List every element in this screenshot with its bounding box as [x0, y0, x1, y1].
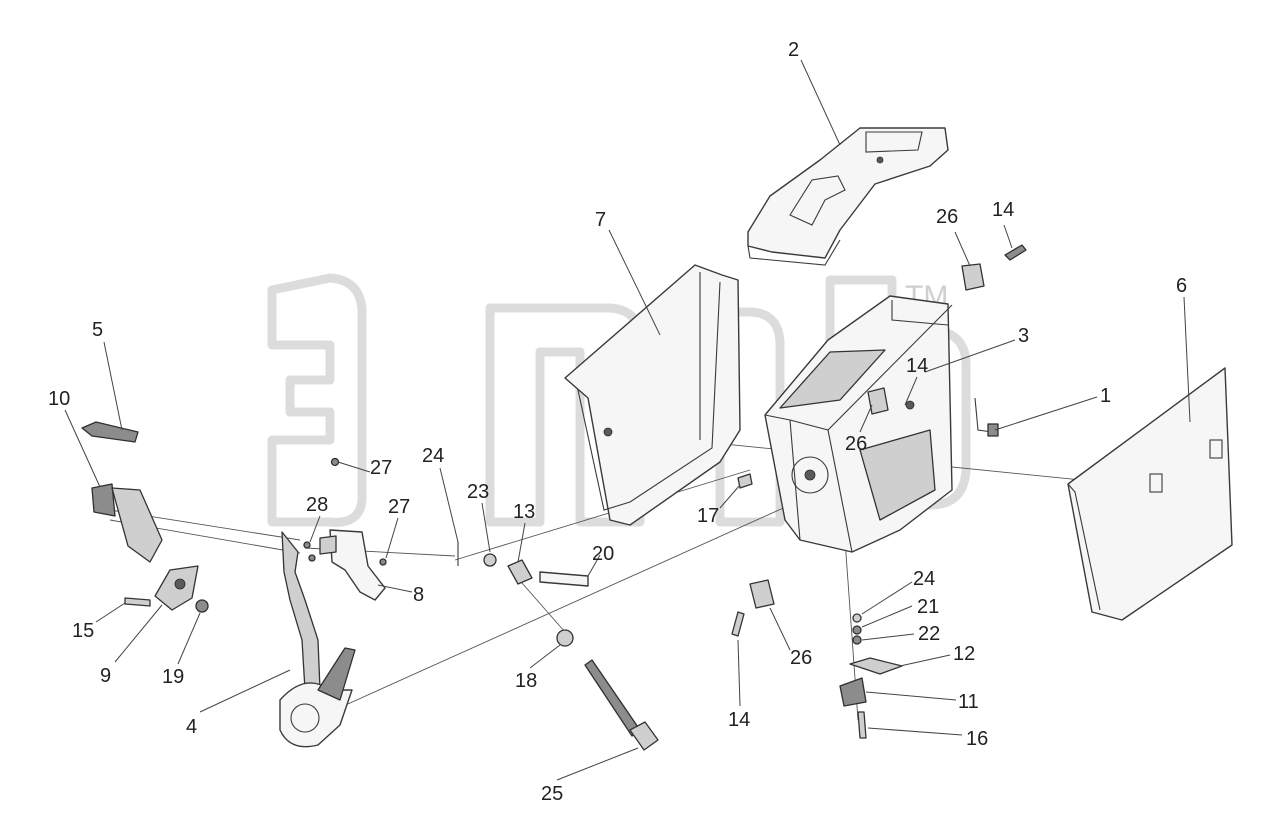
part-bracket-11: [839, 677, 867, 707]
part-washers-stack: [852, 613, 862, 645]
callout-14: 14: [992, 199, 1014, 221]
part-nut-18: [556, 629, 574, 647]
callout-15: 15: [72, 620, 94, 642]
callout-10: 10: [48, 388, 70, 410]
callout-19: 19: [162, 666, 184, 688]
callout-12: 12: [953, 643, 975, 665]
callout-leaders: [64, 59, 1191, 781]
callout-20: 20: [592, 543, 614, 565]
part-bolt-16: [857, 711, 867, 739]
callout-17: 17: [697, 505, 719, 527]
part-fasteners-left: [303, 457, 387, 566]
part-screw-17: [737, 473, 753, 489]
callout-11: 11: [958, 691, 979, 713]
part-sleeve-20: [539, 571, 589, 587]
part-nut-19: [195, 599, 209, 613]
part-plate-12: [849, 657, 903, 675]
callout-24: 24: [913, 568, 935, 590]
callout-3: 3: [1018, 325, 1029, 347]
callout-27: 27: [370, 457, 392, 479]
part-top-cover: [747, 127, 949, 266]
callout-9: 9: [100, 665, 111, 687]
callout-21: 21: [917, 596, 939, 618]
part-clip-middle: [867, 387, 915, 415]
callout-14: 14: [906, 355, 928, 377]
part-rod-bracket: [974, 397, 999, 437]
callout-14: 14: [728, 709, 750, 731]
callout-7: 7: [595, 209, 606, 231]
part-clip-upper: [961, 244, 1027, 291]
part-lever-handle: [91, 483, 163, 563]
callout-6: 6: [1176, 275, 1187, 297]
callout-26: 26: [790, 647, 812, 669]
callout-5: 5: [92, 319, 103, 341]
part-sleeve: [319, 529, 386, 601]
callout-26: 26: [936, 206, 958, 228]
callout-16: 16: [966, 728, 988, 750]
part-right-side-panel: [1067, 367, 1233, 621]
part-handle-cover: [81, 421, 139, 443]
part-rod-25: [584, 659, 659, 751]
callout-labels: 2 7 26 14 6 3 14 1 26 5 10 27 24 23 13 2…: [48, 39, 1187, 805]
part-washer-23: [483, 553, 497, 567]
part-block-13: [507, 559, 533, 585]
part-clip-lower: [749, 579, 775, 609]
callout-18: 18: [515, 670, 537, 692]
callout-25: 25: [541, 783, 563, 805]
part-screw-lower: [731, 611, 745, 637]
callout-1: 1: [1100, 385, 1111, 407]
callout-24: 24: [422, 445, 444, 467]
callout-13: 13: [513, 501, 535, 523]
callout-27: 27: [388, 496, 410, 518]
callout-23: 23: [467, 481, 489, 503]
callout-4: 4: [186, 716, 197, 738]
part-left-side-panel: [564, 264, 741, 526]
callout-26: 26: [845, 433, 867, 455]
part-shift-lever: [279, 531, 356, 748]
callout-22: 22: [918, 623, 940, 645]
part-bolt-15: [124, 597, 151, 607]
part-console-housing: [764, 295, 953, 553]
callout-8: 8: [413, 584, 424, 606]
callout-2: 2: [788, 39, 799, 61]
part-pivot-bracket: [154, 565, 199, 611]
callout-28: 28: [306, 494, 328, 516]
